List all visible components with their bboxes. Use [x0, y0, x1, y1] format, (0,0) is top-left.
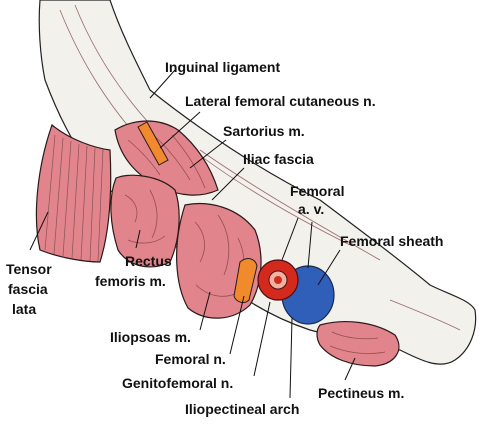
pectineus-texture: [329, 331, 386, 354]
femoral-artery-core: [274, 276, 282, 284]
label-lata: lata: [12, 301, 36, 317]
pectineus-muscle: [316, 320, 400, 367]
label-femoral-nerve: Femoral n.: [155, 351, 226, 367]
label-iliopectineal-arch: Iliopectineal arch: [185, 401, 299, 417]
tensor-fascia-lata-muscle: [35, 123, 112, 263]
iliopsoas-texture: [194, 214, 245, 297]
rectus-femoris-muscle: [110, 174, 180, 268]
label-fascia: fascia: [8, 281, 48, 297]
label-pectineus: Pectineus m.: [318, 385, 404, 401]
label-femoral: Femoral: [290, 183, 344, 199]
fascia-strands: [59, 4, 461, 331]
tensor-fascia-lata-fibers: [44, 134, 104, 262]
label-tensor: Tensor: [6, 261, 52, 277]
lateral-femoral-cutaneous-nerve: [137, 121, 169, 166]
label-iliac-fascia: Iliac fascia: [243, 151, 314, 167]
label-lateral-femoral-cutaneous-nerve: Lateral femoral cutaneous n.: [185, 93, 376, 109]
leader-lines: [29, 69, 356, 399]
femoral-nerve: [233, 258, 258, 304]
label-femoral-av: a. v.: [298, 201, 324, 217]
label-iliopsoas: Iliopsoas m.: [110, 329, 191, 345]
label-rectus-femoris: femoris m.: [95, 273, 166, 289]
rectus-femoris-texture: [124, 189, 166, 244]
label-femoral-sheath: Femoral sheath: [340, 233, 443, 249]
label-inguinal-ligament: Inguinal ligament: [165, 59, 280, 75]
label-sartorius: Sartorius m.: [223, 123, 305, 139]
label-genitofemoral: Genitofemoral n.: [122, 375, 233, 391]
label-rectus: Rectus: [125, 253, 172, 269]
